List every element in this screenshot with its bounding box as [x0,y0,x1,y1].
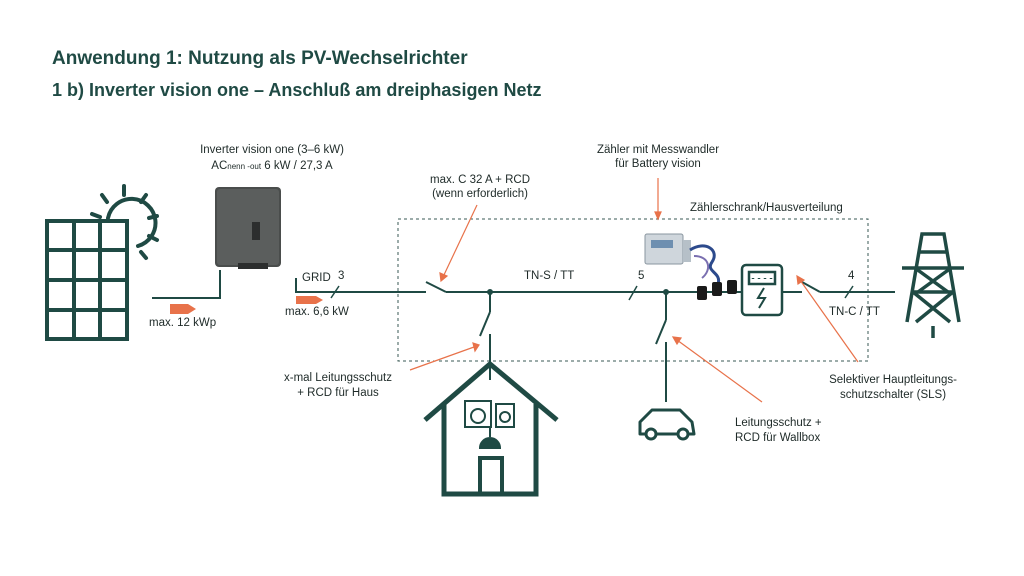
house-protection-label-2: + RCD für Haus [297,387,379,399]
inverter-ac-rating: ACnenn -out 6 kW / 27,3 A [176,159,368,174]
energy-meter-icon [740,263,784,317]
wallbox-protection-label-2: RCD für Wallbox [735,432,821,444]
grid-phase-count: 3 [338,270,345,282]
meter-label-2: für Battery vision [615,158,701,170]
inverter-ac-sub: nenn -out [227,162,262,171]
meter-label-1: Zähler mit Messwandler [596,144,720,156]
main-breaker-switch [425,281,447,293]
grid-max-label: max. 6,6 kW [285,306,349,318]
power-pylon-icon [902,232,964,338]
sls-label-2: schutzschalter (SLS) [839,389,947,401]
bus-phase-count: 5 [638,270,645,282]
bus-phase-mark [628,285,638,301]
tn-c-label: TN-C / TT [829,306,880,318]
main-breaker-label-2: (wenn erforderlich) [432,188,528,200]
inverter-device [215,187,281,269]
meter-device-icon [644,233,721,285]
grid-feed-phase-count: 4 [848,270,855,282]
pv-power-arrow [170,304,196,314]
page-subtitle: 1 b) Inverter vision one – Anschluß am d… [52,80,542,100]
callout-lines [409,178,859,403]
sun-icon [90,184,159,260]
grid-label: GRID [302,272,331,284]
house-protection-label-1: x-mal Leitungsschutz [283,372,393,384]
pv-max-label: max. 12 kWp [149,317,217,329]
sls-label-1: Selektiver Hauptleitungs- [829,374,957,386]
current-transformer-icon [697,280,737,300]
wallbox-breaker-switch [655,319,667,345]
cabinet-box [397,218,869,362]
grid-phase-mark [330,285,340,299]
sls-switch [801,281,821,293]
pv-cable [152,270,221,299]
inverter-ac-prefix: AC [211,160,228,172]
page-title: Anwendung 1: Nutzung als PV-Wechselricht… [52,48,468,69]
lamp-icon [478,427,502,449]
wallbox-protection-label-1: Leitungsschutz + [735,417,822,429]
inverter-title: Inverter vision one (3–6 kW) [200,144,344,156]
grid-cable [295,278,400,293]
grid-power-arrow [296,296,323,304]
house-breaker-switch [479,311,491,337]
appliance-icon [464,400,515,428]
grid-feed-phase-mark [844,285,854,299]
cabinet-label: Zählerschrank/Hausverteilung [690,202,843,214]
car-icon [638,408,696,441]
solar-panel-icon [45,219,129,341]
main-breaker-label-1: max. C 32 A + RCD [429,174,531,186]
house-icon [423,360,559,497]
tn-s-label: TN-S / TT [524,270,575,282]
inverter-ac-value: 6 kW / 27,3 A [261,160,333,172]
